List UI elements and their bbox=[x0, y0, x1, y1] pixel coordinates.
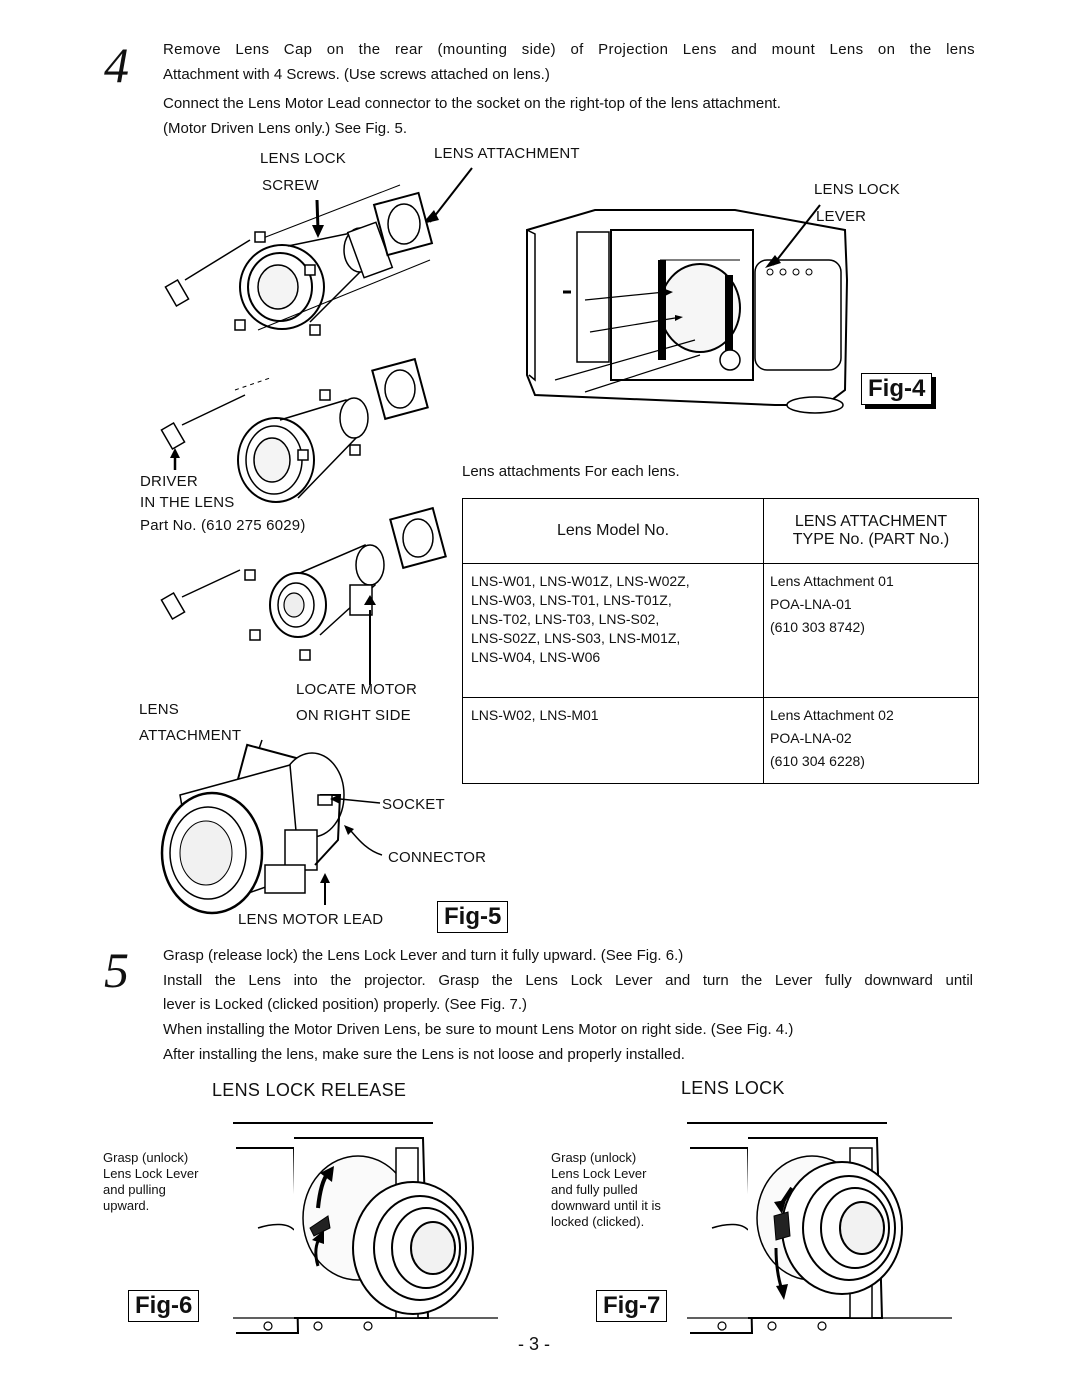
fig6-title: LENS LOCK RELEASE bbox=[212, 1080, 407, 1100]
fig7-note-line: Lens Lock Lever bbox=[551, 1166, 647, 1181]
fig7-note-line: and fully pulled bbox=[551, 1182, 638, 1197]
fig6-note-line: upward. bbox=[103, 1198, 150, 1213]
lens-assembly-drawing-1 bbox=[164, 167, 473, 336]
label-part-no: Part No. (610 275 6029) bbox=[140, 517, 306, 534]
label-lens: LENS bbox=[139, 701, 179, 718]
table-cell-models: LNS-W02, LNS-M01 bbox=[462, 697, 764, 784]
fig6-note-line: Grasp (unlock) bbox=[103, 1150, 189, 1165]
label-lens-motor-lead: LENS MOTOR LEAD bbox=[238, 911, 384, 928]
table-cell-attachment: Lens Attachment 02 POA-LNA-02 (610 304 6… bbox=[763, 697, 979, 784]
table-row: LNS-W02, LNS-M01 Lens Attachment 02 POA-… bbox=[462, 697, 979, 784]
step5-text-line1: Grasp (release lock) the Lens Lock Lever… bbox=[163, 947, 684, 964]
fig7-lens-lock-drawing bbox=[687, 1122, 952, 1334]
step4-text-line4: (Motor Driven Lens only.) See Fig. 5. bbox=[163, 120, 407, 137]
step4-text-line3: Connect the Lens Motor Lead connector to… bbox=[163, 95, 781, 112]
lens-assembly-drawing-2 bbox=[160, 357, 429, 503]
attachment-line: Lens Attachment 01 bbox=[770, 573, 894, 589]
fig7-note-line: Grasp (unlock) bbox=[551, 1150, 637, 1165]
header-attachment-line1: LENS ATTACHMENT bbox=[794, 513, 948, 530]
table-caption: Lens attachments For each lens. bbox=[462, 463, 680, 480]
fig7-note-line: downward until it is bbox=[551, 1198, 661, 1213]
attachment-line: (610 304 6228) bbox=[770, 753, 865, 769]
page-number: - 3 - bbox=[518, 1334, 551, 1354]
header-model-text: Lens Model No. bbox=[556, 522, 670, 539]
model-line: LNS-W02, LNS-M01 bbox=[471, 707, 599, 723]
table-cell-attachment: Lens Attachment 01 POA-LNA-01 (610 303 8… bbox=[763, 563, 979, 698]
label-connector: CONNECTOR bbox=[388, 849, 487, 866]
table-header-row: Lens Model No. LENS ATTACHMENT TYPE No. … bbox=[462, 498, 979, 564]
model-line: LNS-T02, LNS-T03, LNS-S02, bbox=[471, 611, 660, 627]
step5-text-line3: lever is Locked (clicked position) prope… bbox=[163, 996, 528, 1013]
header-attachment-line2: TYPE No. (PART No.) bbox=[792, 531, 950, 548]
fig4-label: Fig-4 bbox=[861, 373, 933, 405]
label-driver: DRIVER bbox=[140, 473, 198, 490]
label-lens-lock-lever-2: LEVER bbox=[816, 208, 867, 225]
step4-text-line2: Attachment with 4 Screws. (Use screws at… bbox=[163, 66, 550, 83]
fig6-note-line: Lens Lock Lever bbox=[103, 1166, 199, 1181]
fig5-label: Fig-5 bbox=[437, 901, 509, 933]
label-socket: SOCKET bbox=[382, 796, 445, 813]
step4-text-line1: Remove Lens Cap on the rear (mounting si… bbox=[163, 41, 975, 58]
fig6-label: Fig-6 bbox=[128, 1290, 200, 1322]
attachment-line: (610 303 8742) bbox=[770, 619, 865, 635]
header-attachment: LENS ATTACHMENT TYPE No. (PART No.) bbox=[763, 498, 979, 564]
fig7-title: LENS LOCK bbox=[681, 1078, 785, 1098]
fig6-lens-release-drawing bbox=[233, 1122, 498, 1334]
fig6-note-line: and pulling bbox=[103, 1182, 166, 1197]
model-line: LNS-S02Z, LNS-S03, LNS-M01Z, bbox=[471, 630, 681, 646]
step5-text-line4: When installing the Motor Driven Lens, b… bbox=[163, 1021, 794, 1038]
table-row: LNS-W01, LNS-W01Z, LNS-W02Z, LNS-W03, LN… bbox=[462, 563, 979, 698]
label-lens-lock-screw-2: SCREW bbox=[262, 177, 319, 194]
label-in-the-lens: IN THE LENS bbox=[140, 494, 235, 511]
fig6-note: Grasp (unlock) Lens Lock Lever and pulli… bbox=[103, 1150, 198, 1214]
label-attachment: ATTACHMENT bbox=[139, 727, 242, 744]
attachment-line: POA-LNA-01 bbox=[770, 596, 852, 612]
fig7-label: Fig-7 bbox=[596, 1290, 668, 1322]
lens-attachment-table: Lens Model No. LENS ATTACHMENT TYPE No. … bbox=[462, 498, 979, 784]
header-model: Lens Model No. bbox=[462, 498, 764, 564]
model-line: LNS-W03, LNS-T01, LNS-T01Z, bbox=[471, 592, 672, 608]
label-lens-lock-screw-1: LENS LOCK bbox=[260, 150, 346, 167]
lens-assembly-drawing-3 bbox=[160, 506, 447, 685]
step-number-4: 4 bbox=[104, 37, 129, 93]
fig7-note: Grasp (unlock) Lens Lock Lever and fully… bbox=[551, 1150, 661, 1230]
model-line: LNS-W04, LNS-W06 bbox=[471, 649, 601, 665]
step5-text-line5: After installing the lens, make sure the… bbox=[163, 1046, 685, 1063]
step5-text-line2: Install the Lens into the projector. Gra… bbox=[163, 972, 973, 989]
table-cell-models: LNS-W01, LNS-W01Z, LNS-W02Z, LNS-W03, LN… bbox=[462, 563, 764, 698]
label-locate-motor: LOCATE MOTOR bbox=[296, 681, 418, 698]
label-lens-lock-lever-1: LENS LOCK bbox=[814, 181, 900, 198]
label-lens-attachment-top: LENS ATTACHMENT bbox=[434, 145, 580, 162]
motor-lens-closeup-drawing bbox=[160, 739, 383, 915]
attachment-line: POA-LNA-02 bbox=[770, 730, 852, 746]
fig7-note-line: locked (clicked). bbox=[551, 1214, 645, 1229]
step-number-5: 5 bbox=[104, 942, 129, 998]
projector-drawing bbox=[526, 204, 849, 414]
label-on-right-side: ON RIGHT SIDE bbox=[296, 707, 411, 724]
attachment-line: Lens Attachment 02 bbox=[770, 707, 894, 723]
model-line: LNS-W01, LNS-W01Z, LNS-W02Z, bbox=[471, 573, 690, 589]
